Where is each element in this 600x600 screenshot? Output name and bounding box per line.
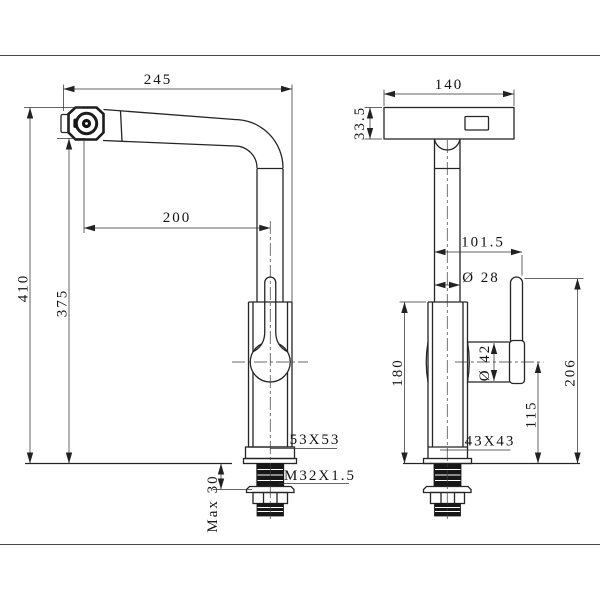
label-m32: M32X1.5 <box>278 468 356 484</box>
dim-33_5-label: 33.5 <box>352 106 368 140</box>
dim-101_5-label: 101.5 <box>461 235 505 251</box>
spout-arm <box>102 108 284 302</box>
dim-245: 245 <box>63 72 293 302</box>
dim-dia28: Ø 28 <box>434 270 500 289</box>
drawing-border <box>0 55 600 545</box>
dim-140: 140 <box>383 77 515 106</box>
dim-206-label: 206 <box>562 358 578 387</box>
label-m32-text: M32X1.5 <box>284 468 356 484</box>
dim-dia28-label: Ø 28 <box>462 270 500 286</box>
dim-375-label: 375 <box>54 289 70 318</box>
dim-180: 180 <box>390 301 426 464</box>
dim-180-label: 180 <box>390 358 406 387</box>
spray-head-tab <box>60 113 70 134</box>
front-view: 140 33.5 101.5 Ø 28 180 Ø 42 <box>352 77 584 519</box>
dim-206: 206 <box>524 278 584 464</box>
dim-245-label: 245 <box>144 72 173 88</box>
faucet-body-front <box>425 301 470 448</box>
label-43x43: 43X43 <box>440 434 516 451</box>
spray-button-slot <box>73 118 77 128</box>
dim-dia42-label: Ø 42 <box>477 344 493 382</box>
side-view: 245 200 410 375 Max 30 53X53 <box>15 72 356 533</box>
dim-140-label: 140 <box>435 77 464 93</box>
dim-200: 200 <box>83 141 271 233</box>
label-43x43-text: 43X43 <box>465 434 516 450</box>
spray-head <box>60 106 105 141</box>
dim-115: 115 <box>523 362 542 464</box>
label-53x53-text: 53X53 <box>290 432 341 448</box>
dim-101_5: 101.5 <box>434 235 523 276</box>
dim-33_5: 33.5 <box>352 106 382 140</box>
label-53x53: 53X53 <box>270 432 341 449</box>
dim-dia42: Ø 42 <box>477 343 498 382</box>
dim-410-label: 410 <box>15 274 31 303</box>
dim-max30: Max 30 <box>205 463 252 533</box>
display-window <box>464 115 490 131</box>
dim-max30-label: Max 30 <box>205 474 221 532</box>
handle-front <box>467 276 526 385</box>
washer <box>422 485 472 494</box>
dim-200-label: 200 <box>163 210 192 226</box>
dim-115-label: 115 <box>523 401 539 429</box>
dim-375: 375 <box>54 138 85 464</box>
handle-lever-front <box>509 276 524 341</box>
spout-head-front <box>383 106 515 151</box>
dim-410: 410 <box>15 107 82 464</box>
